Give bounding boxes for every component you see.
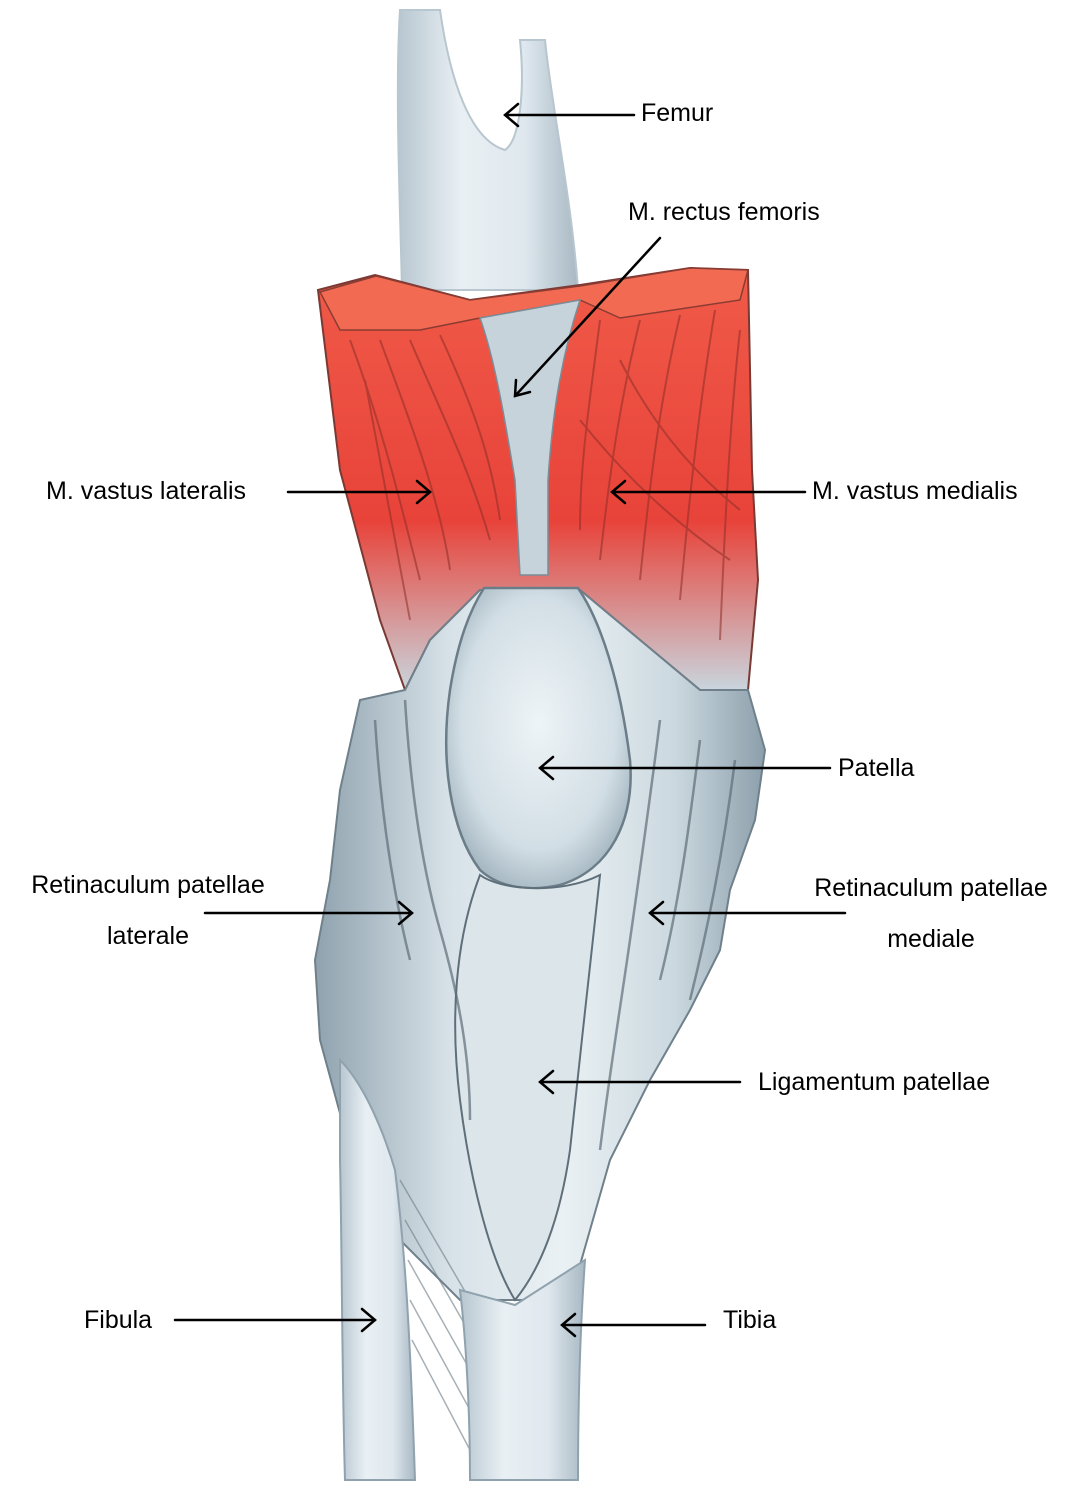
label-retinaculum-medial: Retinaculum patellae mediale xyxy=(792,874,1070,953)
rectus-femoris-arrow xyxy=(515,238,660,396)
patella-arrow xyxy=(540,757,830,779)
label-retinaculum-medial-line1: Retinaculum patellae xyxy=(792,874,1070,902)
label-vastus-lateralis: M. vastus lateralis xyxy=(46,477,246,505)
label-retinaculum-medial-line2: mediale xyxy=(792,925,1070,953)
label-ligamentum-patellae: Ligamentum patellae xyxy=(758,1068,990,1096)
label-femur: Femur xyxy=(641,99,713,127)
vastus-lateralis-arrow xyxy=(288,481,430,503)
tibia-arrow xyxy=(562,1314,705,1336)
vastus-medialis-arrow xyxy=(612,481,805,503)
ligamentum-patellae-arrow xyxy=(540,1071,740,1093)
label-retinaculum-lateral-line2: laterale xyxy=(8,922,288,950)
label-retinaculum-lateral-line1: Retinaculum patellae xyxy=(8,871,288,899)
fibula-arrow xyxy=(175,1309,375,1331)
label-patella: Patella xyxy=(838,754,914,782)
label-tibia: Tibia xyxy=(723,1306,776,1334)
femur-arrow xyxy=(505,104,634,126)
label-rectus-femoris: M. rectus femoris xyxy=(628,198,820,226)
label-vastus-medialis: M. vastus medialis xyxy=(812,477,1018,505)
label-retinaculum-lateral: Retinaculum patellae laterale xyxy=(8,871,288,950)
label-fibula: Fibula xyxy=(84,1306,152,1334)
